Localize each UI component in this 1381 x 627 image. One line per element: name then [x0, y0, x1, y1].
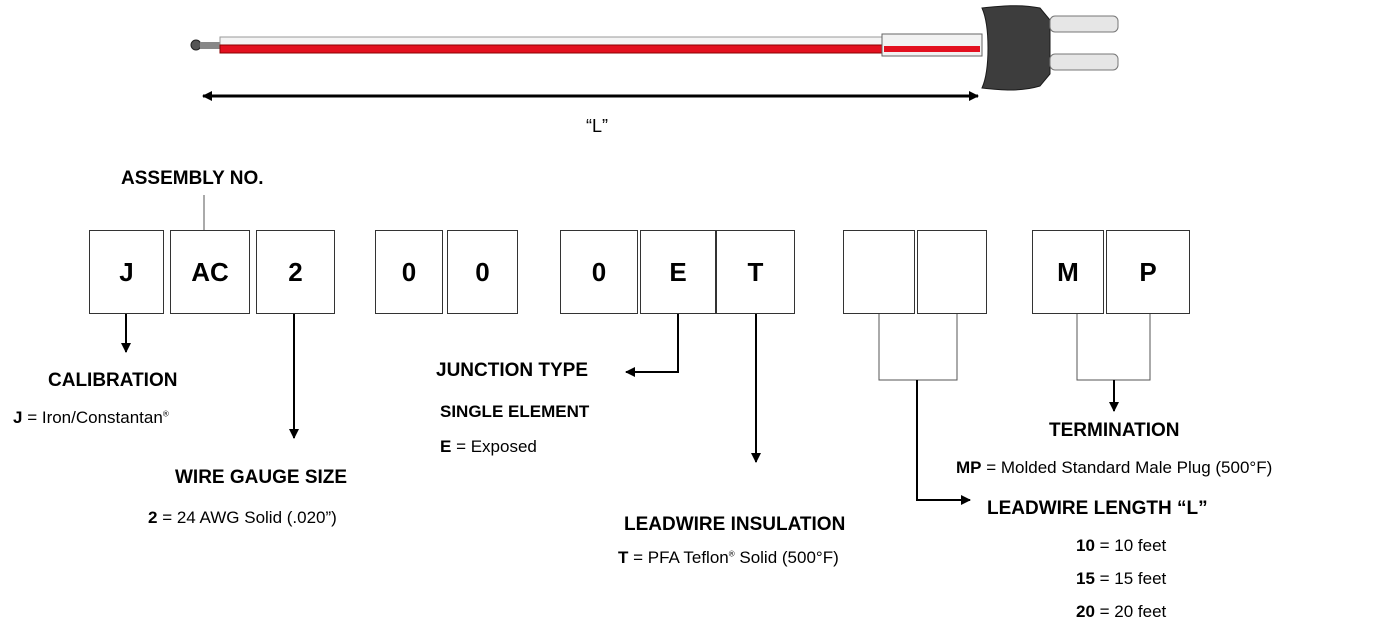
- code-box-termination-1: M: [1032, 230, 1104, 314]
- code-box-junction: E: [640, 230, 716, 314]
- code-box-digit-3: 0: [560, 230, 638, 314]
- plug-body: [981, 5, 1051, 91]
- code-box-termination-2: P: [1106, 230, 1190, 314]
- plug-prong-bottom: [1049, 53, 1119, 71]
- junction-arrow: [625, 314, 679, 377]
- wire-gauge-heading: WIRE GAUGE SIZE: [175, 467, 348, 488]
- leadwire-length-heading: LEADWIRE LENGTH “L”: [987, 498, 1208, 519]
- junction-option: E = Exposed: [440, 437, 537, 456]
- junction-heading: JUNCTION TYPE: [436, 360, 589, 381]
- termination-heading: TERMINATION: [1049, 420, 1180, 441]
- thermocouple-illustration: [190, 5, 1119, 91]
- lead-wire-white: [219, 36, 883, 46]
- junction-subheading: SINGLE ELEMENT: [440, 402, 590, 421]
- leadwire-length-option: 15 = 15 feet: [1076, 569, 1167, 588]
- code-box-insulation: T: [716, 230, 795, 314]
- strain-relief: [881, 33, 983, 57]
- leadwire-length-option: 10 = 10 feet: [1076, 536, 1167, 555]
- strain-relief-red: [884, 46, 980, 52]
- code-box-length-1: [843, 230, 915, 314]
- registered-mark: ®: [162, 409, 169, 419]
- leadwire-length-arrow: [916, 380, 971, 505]
- code-box-length-2: [917, 230, 987, 314]
- probe-junction: [200, 42, 220, 49]
- lead-wire-red: [219, 44, 883, 54]
- leadwire-length-bracket: [878, 314, 958, 381]
- code-box-wire-gauge: 2: [256, 230, 335, 314]
- plug-prong-top: [1049, 15, 1119, 33]
- code-box-assembly: AC: [170, 230, 250, 314]
- assembly-heading: ASSEMBLY NO.: [121, 168, 264, 189]
- code-box-digit-1: 0: [375, 230, 443, 314]
- calibration-heading: CALIBRATION: [48, 370, 178, 391]
- wire-gauge-option: 2 = 24 AWG Solid (.020”): [148, 508, 337, 527]
- insulation-heading: LEADWIRE INSULATION: [624, 514, 846, 535]
- code-box-calibration: J: [89, 230, 164, 314]
- calibration-code: J: [13, 408, 23, 427]
- length-label: “L”: [586, 116, 608, 136]
- calibration-option: J = Iron/Constantan®: [13, 408, 169, 427]
- insulation-option: T = PFA Teflon® Solid (500°F): [618, 548, 839, 567]
- probe-tip: [190, 39, 202, 51]
- code-box-digit-2: 0: [447, 230, 518, 314]
- termination-option: MP = Molded Standard Male Plug (500°F): [956, 458, 1273, 477]
- termination-bracket: [1076, 314, 1151, 381]
- leadwire-length-option: 20 = 20 feet: [1076, 602, 1167, 621]
